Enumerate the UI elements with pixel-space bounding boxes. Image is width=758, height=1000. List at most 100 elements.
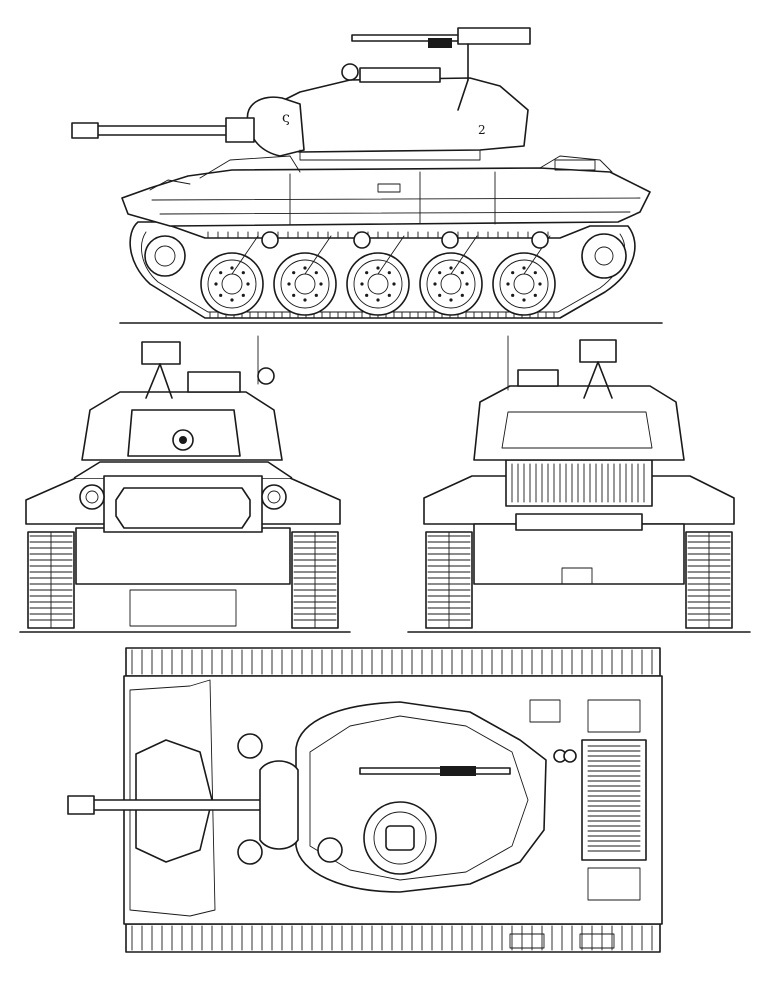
top-mg-barrel-icon [359,767,511,775]
loader-hatch-icon [317,837,343,863]
road-wheel-icon [346,252,410,316]
rear-exhaust-icon [515,513,643,531]
road-wheel-icon [200,252,264,316]
top-tow-fitting-icon [579,933,615,949]
wheel-bolt [292,271,296,275]
headlight-icon [79,484,105,510]
rear-mg-leg [597,361,613,399]
top-muzzle-brake-icon [67,795,95,815]
rear-turret-icon [473,385,685,461]
wheel-bolt [319,282,323,286]
wheel-bolt [376,266,380,270]
wheel-bolt [533,271,537,275]
wheel-bolt [460,293,464,297]
turret-icon [267,77,529,153]
suspension-arm [450,235,478,275]
drive-sprocket-icon [144,235,186,277]
road-wheel-rim [353,259,403,309]
return-roller-icon [441,231,459,249]
wheel-bolt [365,271,369,275]
suspension-arm [231,235,259,275]
top-gun-barrel-icon [91,799,263,811]
front-periscope-icon [257,367,275,385]
gun-bore [179,436,187,444]
track-icon [131,649,653,951]
hull-side-icon [121,167,651,227]
front-hatch-plate-icon [115,487,251,529]
wheel-bolt [230,266,234,270]
turret-mark: ς [282,110,290,126]
wheel-bolt [387,271,391,275]
side-machine-gun [341,27,531,111]
wheel-bolt [433,282,437,286]
turret-mark: 2 [478,123,486,137]
road-wheel-icon [273,252,337,316]
tow-hook-icon [561,567,593,585]
driver-hatch-icon [237,733,263,759]
front-lower-hull-icon [75,527,291,585]
wheel-bolt [465,282,469,286]
rear-grille-housing [505,459,653,507]
front-machine-gun-icon [141,341,181,365]
engine-grille-icon [554,159,596,171]
top-engine-deck-icon [581,739,647,861]
turret-ring [299,149,481,161]
rear-cupola-icon [517,369,559,387]
return-roller-icon [353,231,371,249]
sprocket-hub [154,245,176,267]
codriver-hatch-icon [237,839,263,865]
top-rear-hatch [587,699,641,733]
headlight-lens [85,490,99,504]
wheel-bolt [219,271,223,275]
wheel-bolt [365,293,369,297]
front-glacis-top [73,461,293,479]
hull-front-plate [199,155,301,179]
wheel-bolt [292,293,296,297]
cupola-icon [359,67,441,83]
wheel-bolt [438,293,442,297]
top-main-gun [67,760,299,850]
road-wheel-icon [492,252,556,316]
wheel-bolt [303,266,307,270]
top-turret-icon [295,701,547,893]
suspension-arm [377,235,405,275]
top-glacis [129,679,216,917]
road-wheel-rim [280,259,330,309]
front-cupola-icon [187,371,241,393]
gun-collar-icon [225,117,255,143]
wheel-bolt [360,282,364,286]
wheel-bolt [246,282,250,286]
wheel-bolt [533,293,537,297]
fender-line [151,197,641,201]
rear-machine-gun-icon [579,339,617,363]
wheel-bolt [241,271,245,275]
wheel-bolt [376,298,380,302]
wheel-bolt [314,271,318,275]
wheel-bolt [219,293,223,297]
top-view [67,647,663,953]
wheel-bolt [241,293,245,297]
wheel-bolt [449,266,453,270]
wheel-bolt [511,271,515,275]
wheel-bolt [460,271,464,275]
engine-grille-icon [587,745,641,852]
wheel-bolt [287,282,291,286]
tool-box-icon [377,183,401,193]
engine-grille-icon [511,463,645,503]
engine-deck-icon [539,155,613,173]
road-wheel-rim [499,259,549,309]
rear-mg-leg [583,361,599,399]
wheel-bolt [214,282,218,286]
top-track-upper-icon [125,647,661,677]
road-wheel-rim [426,259,476,309]
front-mg-leg [145,363,161,399]
top-tow-fitting-icon [509,933,545,949]
front-mg-leg [159,363,173,399]
idler-wheel-icon [581,233,627,279]
headlight-icon [149,179,191,191]
track-icon [29,531,337,629]
hatch-icon [385,825,415,851]
side-wheels [200,235,556,316]
